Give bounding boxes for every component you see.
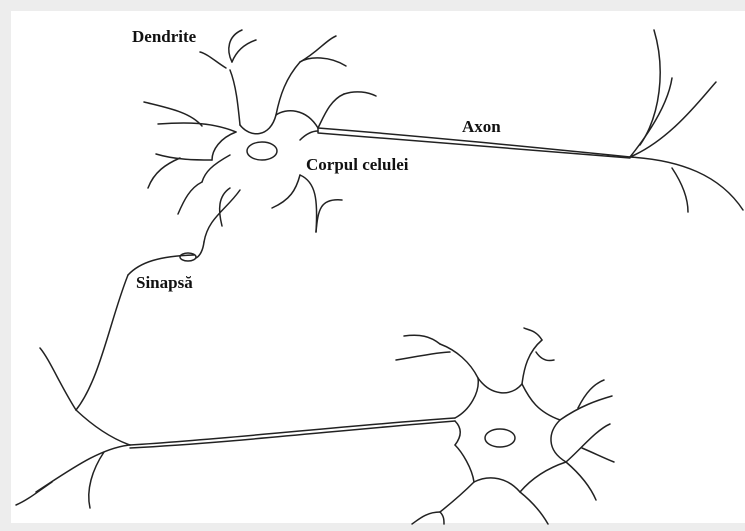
lower-neuron [16,328,614,524]
lower-soma-outline [455,378,566,492]
upper-axon-terminals [630,30,743,212]
label-dendrite: Dendrite [132,27,197,46]
upper-nucleus [247,142,277,160]
lower-axon [130,418,455,448]
lower-nucleus [485,429,515,447]
label-axon: Axon [462,117,501,136]
upper-neuron [144,30,743,242]
label-synapse: Sinapsă [136,273,193,292]
lower-axon-terminals [16,445,130,508]
synapse-knob [180,253,196,261]
upper-soma-outline [202,111,318,242]
label-cell-body: Corpul celulei [306,155,409,174]
upper-dendrites [144,30,376,232]
lower-dendrites [396,328,614,524]
